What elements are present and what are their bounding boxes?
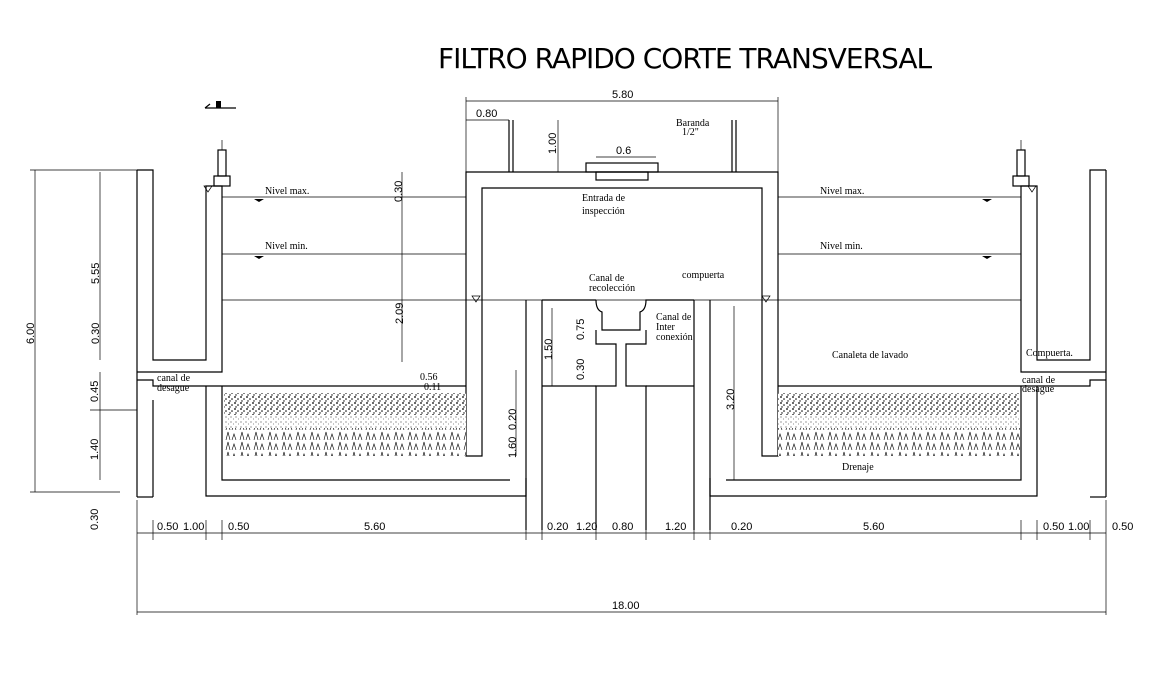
dim-left-140: 1.40 bbox=[89, 439, 101, 460]
canal-desague-right-1: canal de bbox=[1022, 375, 1056, 386]
railing-label: Baranda bbox=[676, 118, 710, 129]
dim-left-600: 6.00 bbox=[25, 323, 37, 344]
nivel-max-right: Nivel max. bbox=[820, 186, 864, 197]
dim-left-045: 0.45 bbox=[89, 381, 101, 402]
canal-desague-left-1: canal de bbox=[157, 373, 191, 384]
canal-inter-2: Inter bbox=[656, 322, 676, 333]
canal-desague-right-2: desague bbox=[1022, 384, 1055, 395]
bottom-dimensions: 0.50 1.00 0.50 5.60 0.20 1.20 0.80 1.20 … bbox=[136, 500, 1133, 615]
dim-top-100: 1.00 bbox=[547, 133, 559, 154]
canal-recoleccion-1: Canal de bbox=[589, 273, 625, 284]
compuerta-top: compuerta bbox=[682, 270, 725, 281]
central-channels: Canal de recolección compuerta Canal de … bbox=[525, 270, 725, 530]
water-levels: Nivel max. Nivel min. Nivel max. Nivel m… bbox=[203, 185, 1037, 303]
inspection-label-2: inspección bbox=[582, 206, 625, 217]
canal-recoleccion-2: recolección bbox=[589, 283, 635, 294]
central-chamber: Entrada de inspección bbox=[465, 171, 779, 457]
dim-bot-10: 0.50 bbox=[1043, 521, 1064, 533]
canaleta-lavado: Canaleta de lavado bbox=[832, 350, 908, 361]
dim-bot-9: 5.60 bbox=[863, 521, 884, 533]
dim-left-555: 5.55 bbox=[90, 263, 102, 284]
dim-mid-150: 1.50 bbox=[543, 339, 555, 360]
nivel-min-left: Nivel min. bbox=[265, 241, 308, 252]
dim-mid-075: 0.75 bbox=[575, 319, 587, 340]
dim-bot-3: 5.60 bbox=[364, 521, 385, 533]
dim-mid-320: 3.20 bbox=[725, 389, 737, 410]
dim-top-total: 5.80 bbox=[612, 89, 633, 101]
dim-bot-11: 1.00 bbox=[1068, 521, 1089, 533]
compuerta-right: Compuerta. bbox=[1026, 348, 1073, 359]
filter-media-right bbox=[778, 393, 1020, 456]
dim-bot-0: 0.50 bbox=[157, 521, 178, 533]
dim-mid-020: 0.20 bbox=[507, 409, 519, 430]
left-dimensions: 6.00 5.55 0.30 0.45 1.40 0.30 bbox=[25, 169, 137, 530]
dim-top-06: 0.6 bbox=[616, 145, 631, 157]
nivel-max-left: Nivel max. bbox=[265, 186, 309, 197]
nivel-min-right: Nivel min. bbox=[820, 241, 863, 252]
filter-media-left bbox=[224, 393, 466, 456]
dim-total: 18.00 bbox=[612, 600, 640, 612]
dim-bot-8: 0.20 bbox=[731, 521, 752, 533]
dim-top-left: 0.80 bbox=[476, 108, 497, 120]
middle-dimensions: 0.30 2.09 1.50 0.75 0.30 0.20 1.60 3.20 bbox=[393, 172, 737, 480]
inspection-label-1: Entrada de bbox=[582, 193, 626, 204]
dim-bot-12: 0.50 bbox=[1112, 521, 1133, 533]
canal-inter-3: conexión bbox=[656, 332, 693, 343]
top-dimension: 5.80 0.80 1.00 0.6 bbox=[465, 89, 779, 172]
canal-inter-1: Canal de bbox=[656, 312, 692, 323]
railing: Baranda 1/2" bbox=[508, 118, 737, 172]
drawing-title: FILTRO RAPIDO CORTE TRANSVERSAL bbox=[438, 42, 932, 75]
drenaje-label: Drenaje bbox=[842, 462, 874, 473]
dim-left-030a: 0.30 bbox=[90, 323, 102, 344]
dim-bot-1: 1.00 bbox=[183, 521, 204, 533]
dim-bot-7: 1.20 bbox=[665, 521, 686, 533]
canal-desague-left-2: desague bbox=[157, 383, 190, 394]
dim-bot-2: 0.50 bbox=[228, 521, 249, 533]
small-011: 0.11 bbox=[424, 382, 441, 393]
dim-mid-030: 0.30 bbox=[393, 181, 405, 202]
dim-bot-5: 1.20 bbox=[576, 521, 597, 533]
dim-mid-160: 1.60 bbox=[507, 437, 519, 458]
dim-mid-209: 2.09 bbox=[394, 303, 406, 324]
dim-left-030b: 0.30 bbox=[89, 509, 101, 530]
dim-mid-030b: 0.30 bbox=[575, 359, 587, 380]
dim-bot-6: 0.80 bbox=[612, 521, 633, 533]
section-mark-icon bbox=[204, 101, 236, 109]
dim-bot-4: 0.20 bbox=[547, 521, 568, 533]
railing-size: 1/2" bbox=[682, 127, 699, 138]
small-056: 0.56 bbox=[420, 372, 438, 383]
